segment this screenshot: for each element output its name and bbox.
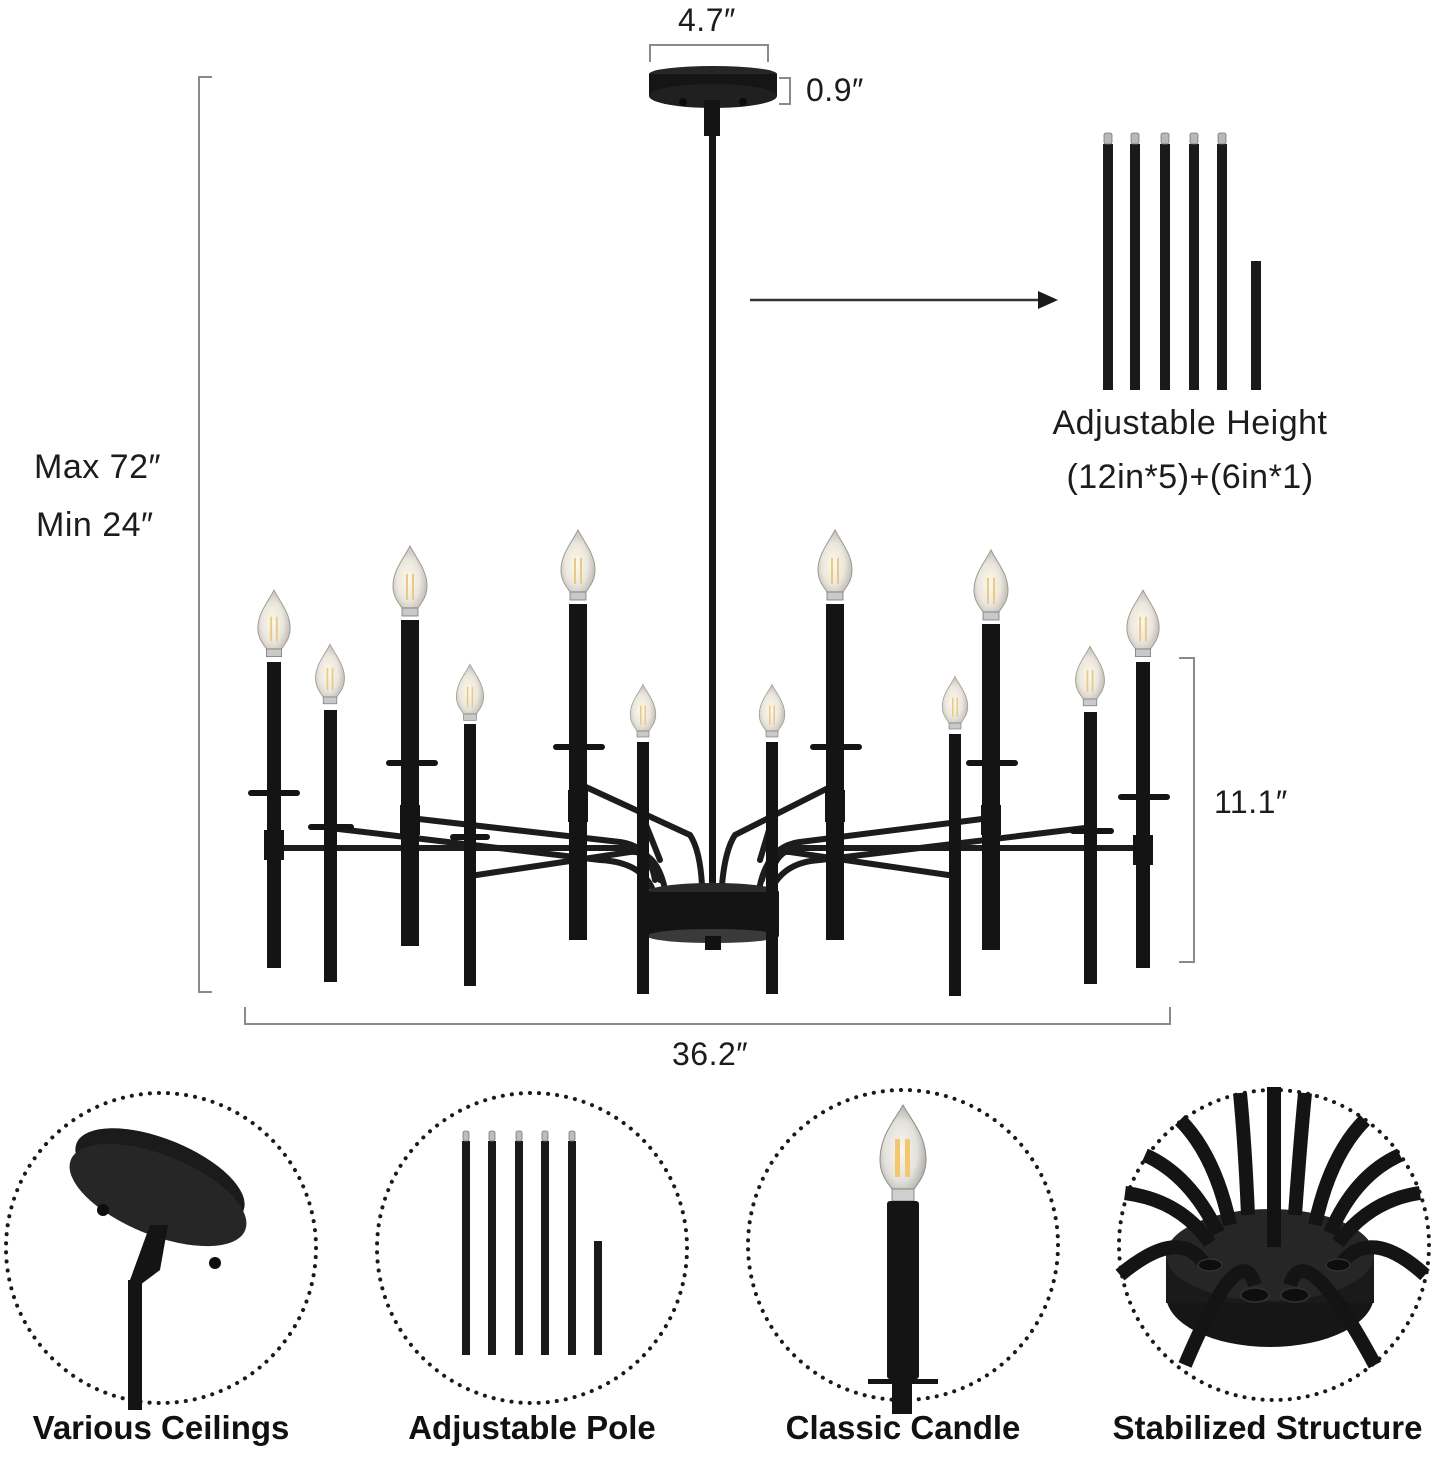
canopy-width-bracket xyxy=(649,44,769,62)
feature-adjustable-pole: Adjustable Pole xyxy=(370,1085,740,1458)
rods-icon xyxy=(375,1091,689,1405)
feature-label: Stabilized Structure xyxy=(1112,1409,1423,1446)
body-height-bracket xyxy=(1179,657,1195,963)
overall-height-bracket xyxy=(198,76,212,993)
feature-label: Adjustable Pole xyxy=(408,1409,656,1446)
feature-classic-candle: Classic Candle xyxy=(740,1085,1100,1458)
max-height-label: Max 72″ xyxy=(34,448,162,486)
overall-width-label: 36.2″ xyxy=(672,1036,749,1072)
adjustable-rods-icon xyxy=(1103,132,1261,390)
adjustable-height-formula: (12in*5)+(6in*1) xyxy=(1066,458,1314,496)
canopy-icon xyxy=(4,1091,318,1410)
arrow-right-icon xyxy=(750,291,1058,309)
canopy-height-bracket xyxy=(779,77,791,105)
body-height-label: 11.1″ xyxy=(1214,784,1288,820)
candle-bulb-icon xyxy=(746,1088,1060,1414)
overall-width-bracket xyxy=(244,1007,1171,1025)
adjustable-height-title: Adjustable Height xyxy=(1052,404,1328,442)
canopy-height-label: 0.9″ xyxy=(806,72,864,108)
hub-arms-icon xyxy=(1115,1087,1431,1402)
feature-various-ceilings: Various Ceilings xyxy=(0,1085,370,1458)
min-height-label: Min 24″ xyxy=(36,506,154,544)
chandelier-illustration xyxy=(248,66,1170,996)
feature-stabilized-structure: Stabilized Structure xyxy=(1090,1085,1445,1458)
canopy-width-label: 4.7″ xyxy=(678,2,736,38)
feature-label: Classic Candle xyxy=(785,1409,1021,1446)
feature-label: Various Ceilings xyxy=(32,1409,290,1446)
